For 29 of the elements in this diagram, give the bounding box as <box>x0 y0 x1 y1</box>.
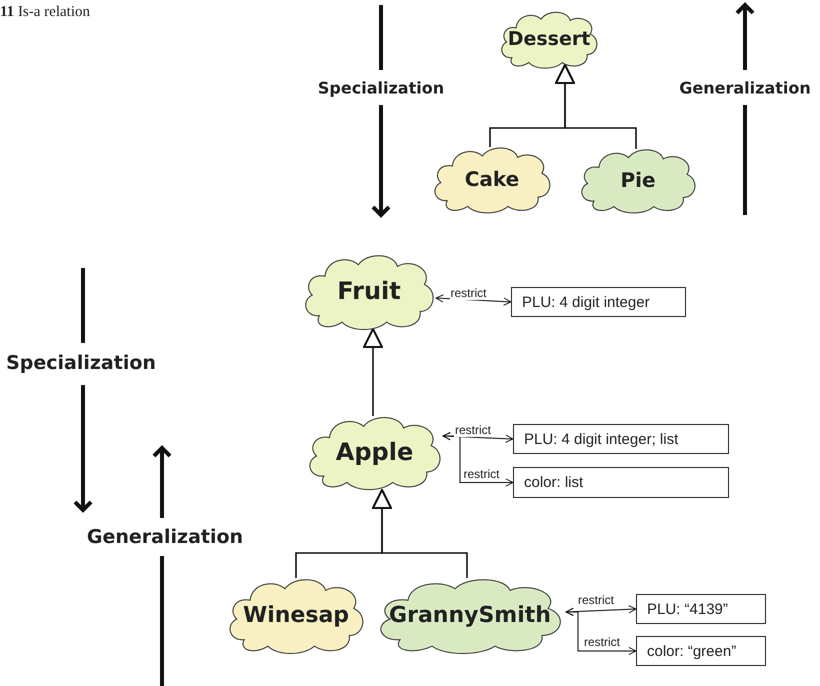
direction-label: Specialization <box>6 352 156 374</box>
node-label: Pie <box>620 168 656 192</box>
restriction-connector <box>442 432 514 443</box>
node-label: Dessert <box>508 28 590 50</box>
constraint-box: PLU: 4 digit integer; list <box>513 424 729 454</box>
direction-label: Specialization <box>318 78 444 98</box>
restriction-connector <box>566 605 636 616</box>
node-label: Cake <box>464 167 520 191</box>
node-label: GrannySmith <box>389 602 551 628</box>
constraint-box: color: “green” <box>636 636 766 666</box>
generalization-arrow <box>372 489 468 578</box>
node-label: Apple <box>336 438 414 466</box>
restriction-connector <box>442 432 514 487</box>
node-label: Winesap <box>242 602 350 628</box>
direction-label: Generalization <box>679 78 811 98</box>
edge-label: restrict <box>583 636 621 649</box>
edge-label: restrict <box>462 468 500 480</box>
restriction-connector <box>566 608 636 656</box>
edge-label: restrict <box>454 424 492 437</box>
node-label: Fruit <box>337 277 401 305</box>
constraint-box: color: list <box>513 467 729 498</box>
generalization-arrow <box>363 328 383 416</box>
constraint-box: PLU: “4139” <box>636 594 766 624</box>
edge-label: restrict <box>450 287 488 300</box>
constraint-box: PLU: 4 digit integer <box>511 287 686 317</box>
direction-label: Generalization <box>86 526 244 548</box>
generalization-arrow <box>555 64 637 149</box>
edge-label: restrict <box>577 594 615 607</box>
figure-title: 11 Is-a relation <box>0 4 90 21</box>
